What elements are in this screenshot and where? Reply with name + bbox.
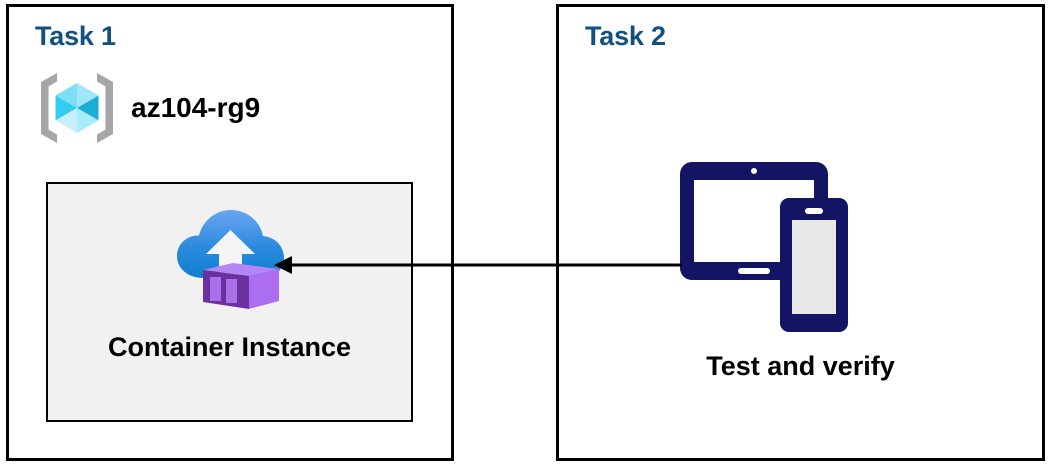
- resource-group-label: az104-rg9: [131, 92, 261, 123]
- container-instance-card: Container Instance: [46, 182, 413, 422]
- task-panel-1: Task 1: [6, 4, 454, 461]
- task-2-title: Task 2: [585, 21, 666, 51]
- resource-group-row: az104-rg9: [35, 69, 260, 147]
- task-1-title: Task 1: [35, 21, 116, 51]
- tablet-and-phone-icon: [680, 162, 848, 332]
- test-and-verify-label: Test and verify: [706, 351, 895, 381]
- container-instance-label: Container Instance: [107, 332, 352, 362]
- azure-resource-group-icon: [41, 73, 113, 143]
- container-instance-icon: [176, 210, 284, 309]
- arrow-task2-to-task1: [274, 256, 682, 274]
